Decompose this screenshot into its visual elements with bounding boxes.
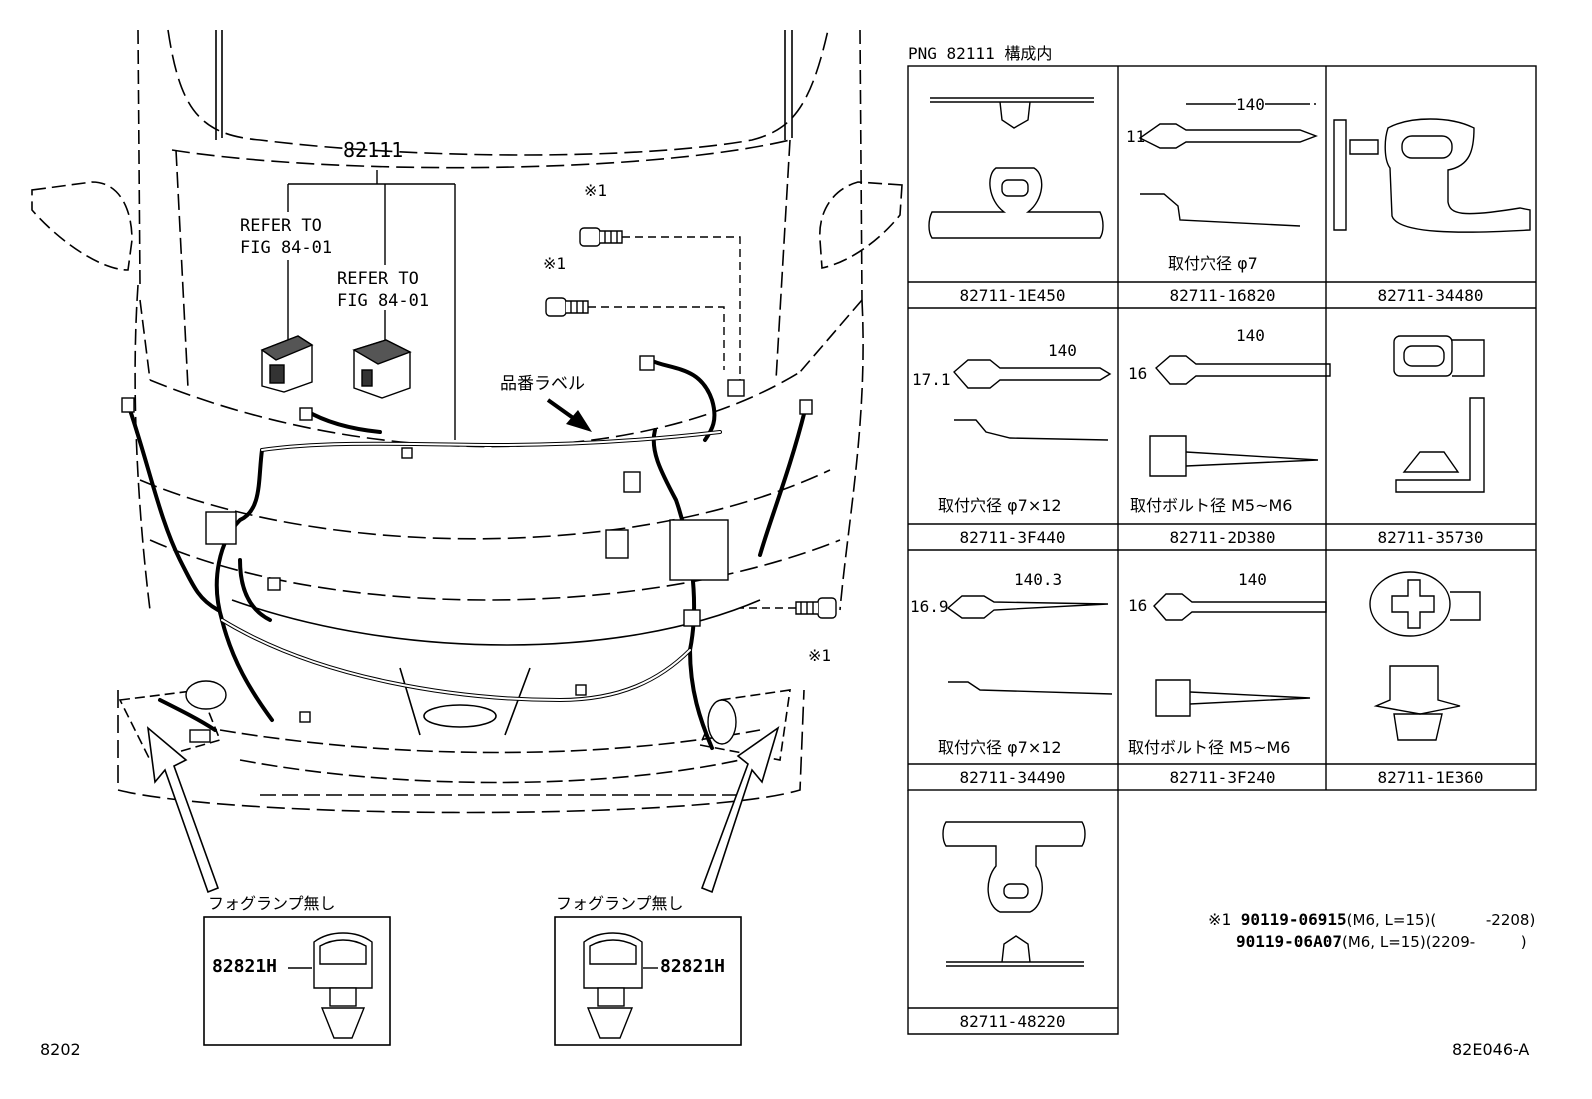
clip-part-3: 82711-34480 <box>1377 286 1484 305</box>
clip-part-5: 82711-2D380 <box>1169 528 1276 547</box>
bolt-mark-1: ※1 <box>584 181 608 200</box>
footnote-part-2: 90119-06A07 <box>1236 932 1342 951</box>
bolt-mark-2: ※1 <box>543 254 567 273</box>
footnote-range-1: -2208) <box>1485 911 1536 929</box>
refer-label-1-line2: FIG 84-01 <box>240 238 333 258</box>
clip-dim-2-length: 140 <box>1236 95 1265 114</box>
clip-note-7: 取付穴径 φ7×12 <box>938 738 1062 757</box>
clip-part-2: 82711-16820 <box>1169 286 1276 305</box>
clip-note-5: 取付ボルト径 M5~M6 <box>1130 496 1293 515</box>
bolt-mark-3: ※1 <box>808 646 832 665</box>
footnote-range-2: ) <box>1520 933 1527 951</box>
refer-label-2-line1: REFER TO <box>337 269 419 289</box>
clip-part-6: 82711-35730 <box>1377 528 1484 547</box>
main-part-number: 82111 <box>343 138 404 162</box>
refer-label-2-line2: FIG 84-01 <box>337 291 430 311</box>
footnote-mark: ※1 <box>1208 910 1232 929</box>
bolt-leaders <box>588 236 796 609</box>
clip-part-8: 82711-3F240 <box>1169 768 1276 787</box>
relay-blocks <box>260 335 412 399</box>
fog-inset-frames <box>203 916 742 1046</box>
fog-connector-drawings <box>288 932 658 1039</box>
footnote-spec-2: (M6, L=15)(2209- <box>1341 933 1476 951</box>
fog-inset-right-caption: フォグランプ無し <box>556 894 684 913</box>
fog-lamp-sockets <box>185 680 737 745</box>
clip-dim-7-length: 140.3 <box>1014 570 1063 589</box>
clip-dim-2-height: 11 <box>1126 127 1146 146</box>
footnote-part-1: 90119-06915 <box>1240 910 1347 929</box>
table-header-title: PNG 82111 構成内 <box>908 44 1053 63</box>
clip-note-4: 取付穴径 φ7×12 <box>938 496 1062 515</box>
clip-note-8: 取付ボルト径 M5~M6 <box>1128 738 1291 757</box>
label-arrow <box>546 398 592 432</box>
refer-label-1-line1: REFER TO <box>240 216 322 236</box>
figure-code: 82E046-A <box>1452 1040 1530 1059</box>
fog-inset-left-part: 82821H <box>212 956 278 977</box>
clip-dim-5-height: 16 <box>1128 364 1148 383</box>
fog-inset-arrows <box>146 726 780 894</box>
clip-drawings <box>928 97 1531 967</box>
clip-note-2: 取付穴径 φ7 <box>1168 254 1258 273</box>
bolt-icons <box>545 227 837 619</box>
clip-part-4: 82711-3F440 <box>959 528 1066 547</box>
clip-dim-8-height: 16 <box>1128 596 1148 615</box>
part-leader-lines <box>287 170 456 440</box>
clip-dim-8-length: 140 <box>1238 570 1267 589</box>
part-number-label-callout: 品番ラベル <box>500 374 585 394</box>
footnote-spec-1: (M6, L=15)( <box>1346 911 1437 929</box>
car-outline <box>31 29 903 814</box>
clip-part-9: 82711-1E360 <box>1377 768 1484 787</box>
footnote-line-1: ※1 90119-06915(M6, L=15)( -2208) <box>1208 912 1535 928</box>
clip-dim-4-height: 17.1 <box>912 370 951 389</box>
page-code: 8202 <box>40 1040 81 1059</box>
footnote-line-2: 90119-06A07(M6, L=15)(2209- ) <box>1236 934 1527 950</box>
fog-inset-left-caption: フォグランプ無し <box>208 894 336 913</box>
clip-part-10: 82711-48220 <box>959 1012 1066 1031</box>
harness-connectors <box>121 355 813 743</box>
wire-harness-inner <box>221 431 721 702</box>
clip-dim-7-height: 16.9 <box>910 597 949 616</box>
clip-dim-5-length: 140 <box>1236 326 1265 345</box>
clip-dim-4-length: 140 <box>1048 341 1077 360</box>
clip-part-7: 82711-34490 <box>959 768 1066 787</box>
clip-part-1: 82711-1E450 <box>959 286 1066 305</box>
fog-inset-right-part: 82821H <box>660 956 726 977</box>
parts-table-grid <box>907 65 1537 1035</box>
